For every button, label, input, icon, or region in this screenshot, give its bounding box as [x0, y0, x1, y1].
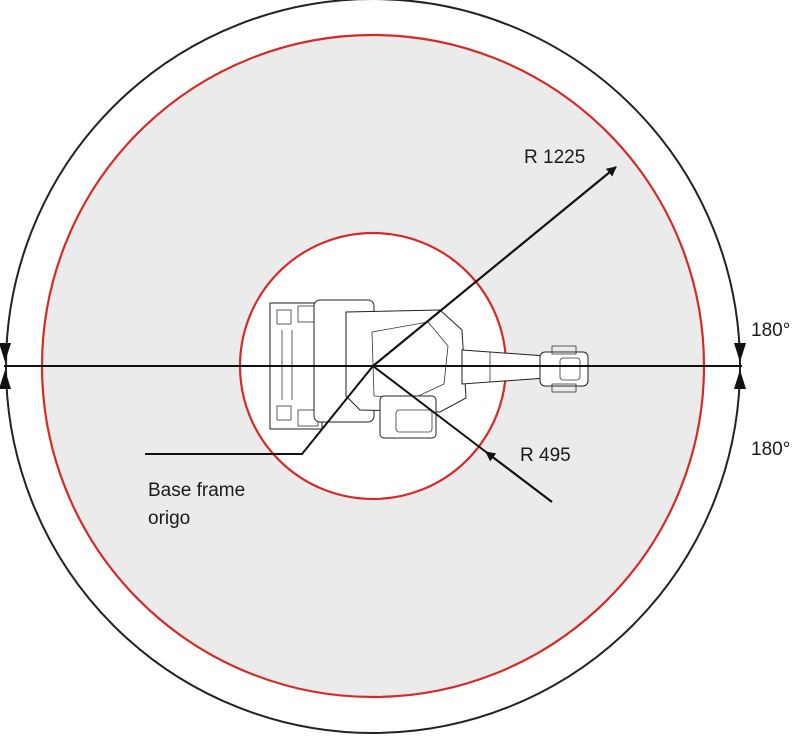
base-frame-leader	[145, 365, 374, 455]
outer-radius-dimension-line	[372, 166, 617, 367]
inner-radius-dimension-line	[485, 451, 553, 503]
right-lower-arrowhead	[734, 370, 746, 389]
base-frame-label-line1: Base frame	[148, 480, 245, 501]
outer-radius-label: R 1225	[524, 147, 585, 168]
rotation-cw-label: 180°	[751, 439, 790, 460]
inner-radius-label: R 495	[520, 445, 571, 466]
robot-top-view	[269, 299, 589, 439]
right-upper-arrowhead	[734, 343, 746, 362]
left-lower-arrowhead	[0, 370, 11, 389]
rotation-ccw-label: 180°	[751, 320, 790, 341]
base-frame-label-line2: origo	[148, 508, 190, 529]
inner-radius-extension-line	[372, 365, 487, 453]
left-upper-arrowhead	[0, 343, 11, 362]
